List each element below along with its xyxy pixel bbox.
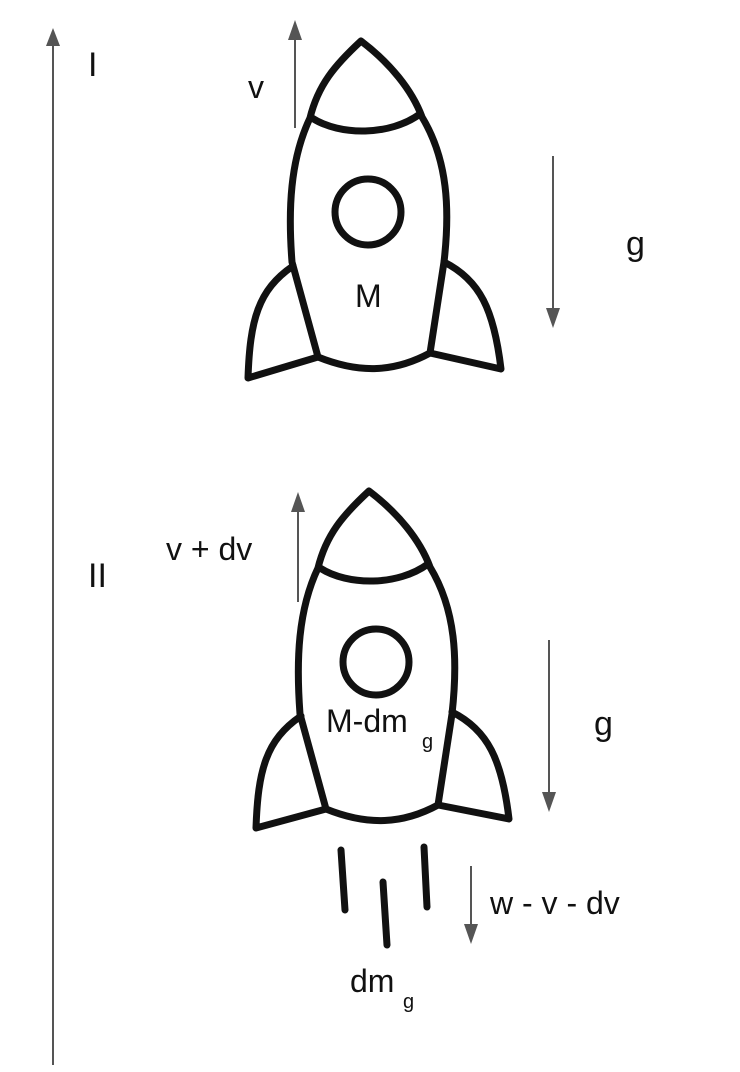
rocket-two-window	[339, 625, 413, 699]
exhaust-mass-subscript: g	[403, 991, 414, 1013]
stage-one-gravity-arrowhead	[546, 308, 560, 328]
rocket-one-left-fin	[244, 262, 322, 382]
stage-two-gravity-label: g	[594, 705, 613, 743]
rocket-one-window	[331, 175, 405, 249]
stage-two-mass-subscript: g	[422, 731, 433, 753]
rocket-two-body	[294, 487, 459, 825]
exhaust-streak-middle	[379, 878, 391, 949]
exhaust-streak-right	[420, 843, 431, 911]
vertical-axis-arrowhead	[46, 28, 60, 46]
rocket-two-right-fin	[434, 708, 513, 823]
stage-one-velocity-arrowhead	[288, 20, 302, 40]
exhaust-velocity-label: w - v - dv	[489, 885, 620, 921]
stage-two-gravity-arrowhead	[542, 792, 556, 812]
stage-two-label: II	[88, 557, 107, 595]
rocket-one-body	[286, 37, 451, 373]
stage-one-gravity-label: g	[626, 225, 645, 263]
rocket-one-right-fin	[426, 258, 505, 373]
rocket-two-nose-band	[316, 560, 432, 585]
stage-one-velocity-label: v	[248, 69, 264, 105]
stage-two-mass-label: M-dm	[326, 703, 408, 739]
rocket-two-left-fin	[252, 712, 330, 832]
rocket-two	[252, 487, 513, 832]
stage-two-velocity-arrowhead	[291, 492, 305, 512]
rocket-one-nose-band	[308, 110, 424, 135]
exhaust-velocity-arrowhead	[464, 924, 478, 944]
rocket-one	[244, 37, 505, 382]
exhaust-streak-left	[337, 846, 349, 914]
stage-one-mass-label: M	[355, 278, 382, 314]
stage-one-label: I	[88, 46, 97, 84]
stage-two-velocity-label: v + dv	[166, 531, 252, 567]
exhaust-mass-label: dm	[350, 963, 394, 999]
